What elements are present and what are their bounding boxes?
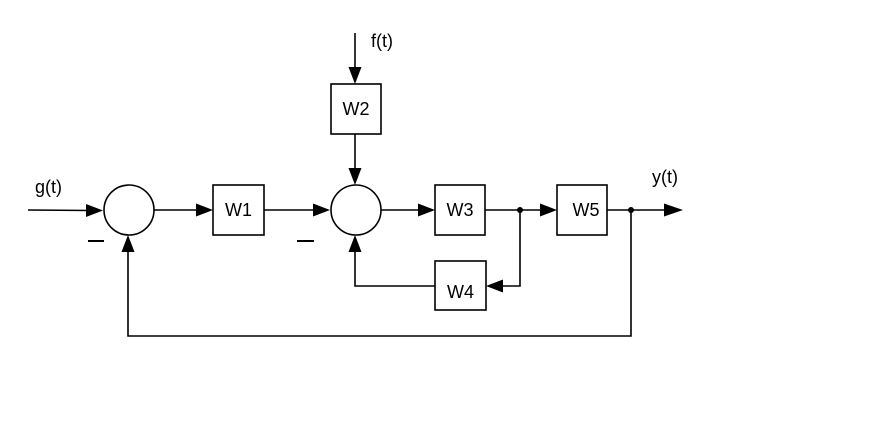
w4-to-s2-arrowhead xyxy=(348,235,362,252)
input-line xyxy=(27,209,91,212)
s2-to-w3-arrowhead xyxy=(418,203,435,217)
input-signal-label: g(t) xyxy=(35,177,62,197)
block-w3-label: W3 xyxy=(447,200,474,220)
w2-to-s2-arrowhead xyxy=(348,168,362,185)
block-w5-label: W5 xyxy=(573,200,600,220)
w1-to-s2-arrowhead xyxy=(313,203,330,217)
block-w2 xyxy=(330,83,382,135)
summing-junction-1 xyxy=(103,184,155,236)
block-w4-label: W4 xyxy=(447,282,474,302)
w3-to-w4-arrowhead xyxy=(486,279,503,293)
block-w3 xyxy=(434,184,486,236)
block-w1-label: W1 xyxy=(225,200,252,220)
w3-to-w4-line xyxy=(500,210,521,287)
main-feedback-arrowhead xyxy=(121,235,135,252)
s1-to-w1-arrowhead xyxy=(196,203,213,217)
input-arrowhead xyxy=(86,204,103,217)
main-feedback-line xyxy=(127,210,632,337)
w4-to-s2-line xyxy=(354,250,435,287)
disturbance-arrowhead xyxy=(348,67,362,84)
output-signal-label: y(t) xyxy=(652,167,678,187)
block-w4 xyxy=(434,260,487,311)
w3-to-w5-arrowhead xyxy=(540,203,557,217)
output-arrowhead xyxy=(664,203,683,217)
summing-junction-2 xyxy=(330,184,382,236)
disturbance-signal-label: f(t) xyxy=(371,31,393,51)
block-w2-label: W2 xyxy=(343,99,370,119)
